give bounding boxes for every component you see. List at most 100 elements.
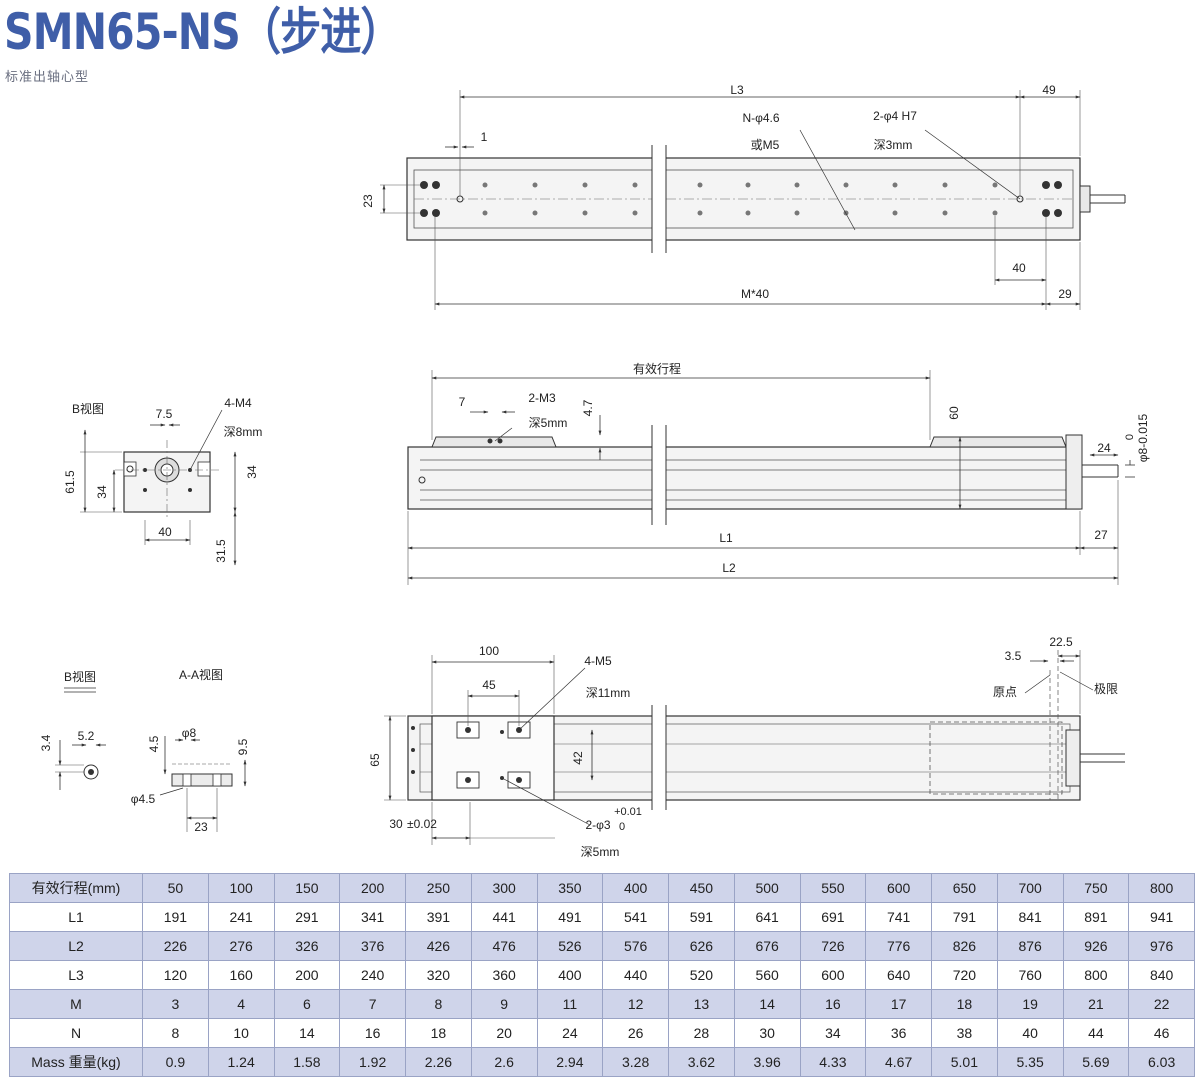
label-limit: 极限 [1094,682,1118,696]
note-4-M4: 4-M4 [224,396,252,410]
table-cell: 4.67 [865,1047,932,1077]
table-cell: 626 [668,931,735,961]
table-cell: 5.01 [931,1047,998,1077]
side-view-motor [1065,434,1083,510]
dim-1: 1 [481,130,488,144]
note-tap: 2-M3 [528,391,556,405]
table-cell: 8 [405,989,472,1019]
dim-45: 45 [482,678,496,692]
table-cell: 941 [1128,902,1195,932]
dim-34-left: 34 [95,485,109,499]
dim-30: 30 [389,817,403,831]
table-cell: 16 [799,989,867,1019]
dim-L3: L3 [730,83,744,97]
dim-49: 49 [1042,83,1056,97]
side-view-slider-left [431,436,557,448]
dim-phi4-5: φ4.5 [131,792,156,806]
table-cell: 50 [142,873,209,903]
dim-shaft: φ8-0.015 [1136,413,1150,462]
dim-L1: L1 [719,531,733,545]
table-cell: 300 [470,873,538,903]
table-cell: 200 [273,960,341,990]
label-origin: 原点 [993,685,1017,699]
dim-40: 40 [1012,261,1026,275]
table-cell: 44 [1062,1018,1130,1048]
table-cell: 400 [602,873,669,903]
table-cell: 426 [405,931,472,961]
dim-4-7: 4.7 [581,399,595,416]
table-cell: 6 [273,989,341,1019]
side-view-body [407,446,1081,510]
table-cell: 550 [799,873,867,903]
dim-22-5: 22.5 [1049,635,1073,649]
note-holes-alt: 或M5 [751,138,780,152]
table-cell: 250 [405,873,472,903]
row-header: Mass 重量(kg) [9,1047,143,1077]
top-view-holes [420,181,1062,217]
note-pin-depth-b: 深5mm [581,845,620,859]
bottom-view: 100 4-M5 深11mm 45 3.5 22.5 原点 极限 65 42 3… [368,635,1125,859]
table-cell: 1.92 [339,1047,406,1077]
row-header: L1 [9,902,143,932]
table-cell: 441 [470,902,538,932]
table-cell: 400 [536,960,604,990]
table-cell: 876 [996,931,1064,961]
side-view: 有效行程 7 2-M3 深5mm 4.7 60 24 0 φ8-0.015 L1… [407,361,1150,585]
table-cell: 291 [273,902,341,932]
table-cell: 46 [1128,1018,1195,1048]
table-cell: 891 [1062,902,1130,932]
table-cell: 350 [536,873,604,903]
table-cell: 526 [536,931,604,961]
table-cell: 100 [207,873,275,903]
table-cell: 5.35 [996,1047,1064,1077]
dim-30-tol: ±0.02 [407,817,437,831]
table-cell: 276 [207,931,275,961]
note-2-phi3: 2-φ3 [585,818,610,832]
table-cell: 840 [1128,960,1195,990]
note-4-M5: 4-M5 [584,654,612,668]
table-cell: 30 [733,1018,801,1048]
table-cell: 38 [931,1018,998,1048]
dim-42: 42 [571,751,585,765]
dim-61-5: 61.5 [63,470,77,494]
table-cell: 750 [1062,873,1130,903]
table-cell: 791 [931,902,998,932]
note-pin: 2-φ4 H7 [873,109,917,123]
table-cell: 326 [273,931,341,961]
table-cell: 10 [207,1018,275,1048]
table-cell: 14 [273,1018,341,1048]
table-cell: 8 [142,1018,209,1048]
dim-31-5: 31.5 [214,539,228,563]
table-cell: 341 [339,902,406,932]
table-cell: 34 [799,1018,867,1048]
table-cell: 640 [865,960,932,990]
note-pin-tol-bot: 0 [619,821,625,833]
dim-3-4: 3.4 [39,734,53,751]
dim-65: 65 [368,753,382,767]
table-cell: 1.58 [273,1047,341,1077]
table-cell: 576 [602,931,669,961]
note-pin-tol-top: +0.01 [614,806,642,818]
dim-27: 27 [1094,528,1108,542]
table-cell: 591 [668,902,735,932]
table-cell: 520 [668,960,735,990]
small-views: B视图 A-A视图 3.4 5.2 4.5 φ8 9.5 φ4.5 23 [39,667,250,834]
dim-M40: M*40 [741,287,769,301]
table-cell: 726 [799,931,867,961]
table-cell: 226 [142,931,209,961]
technical-drawing: L3 49 1 N-φ4.6 或M5 2-φ4 H7 深3mm 23 40 M*… [39,83,1150,859]
dim-23-aa: 23 [194,820,208,834]
table-cell: 760 [996,960,1064,990]
table-cell: 160 [207,960,275,990]
table-cell: 1.24 [207,1047,275,1077]
dim-40-b: 40 [158,525,172,539]
table-cell: 776 [865,931,932,961]
table-cell: 13 [668,989,735,1019]
table-cell: 641 [733,902,801,932]
table-cell: 2.6 [470,1047,538,1077]
